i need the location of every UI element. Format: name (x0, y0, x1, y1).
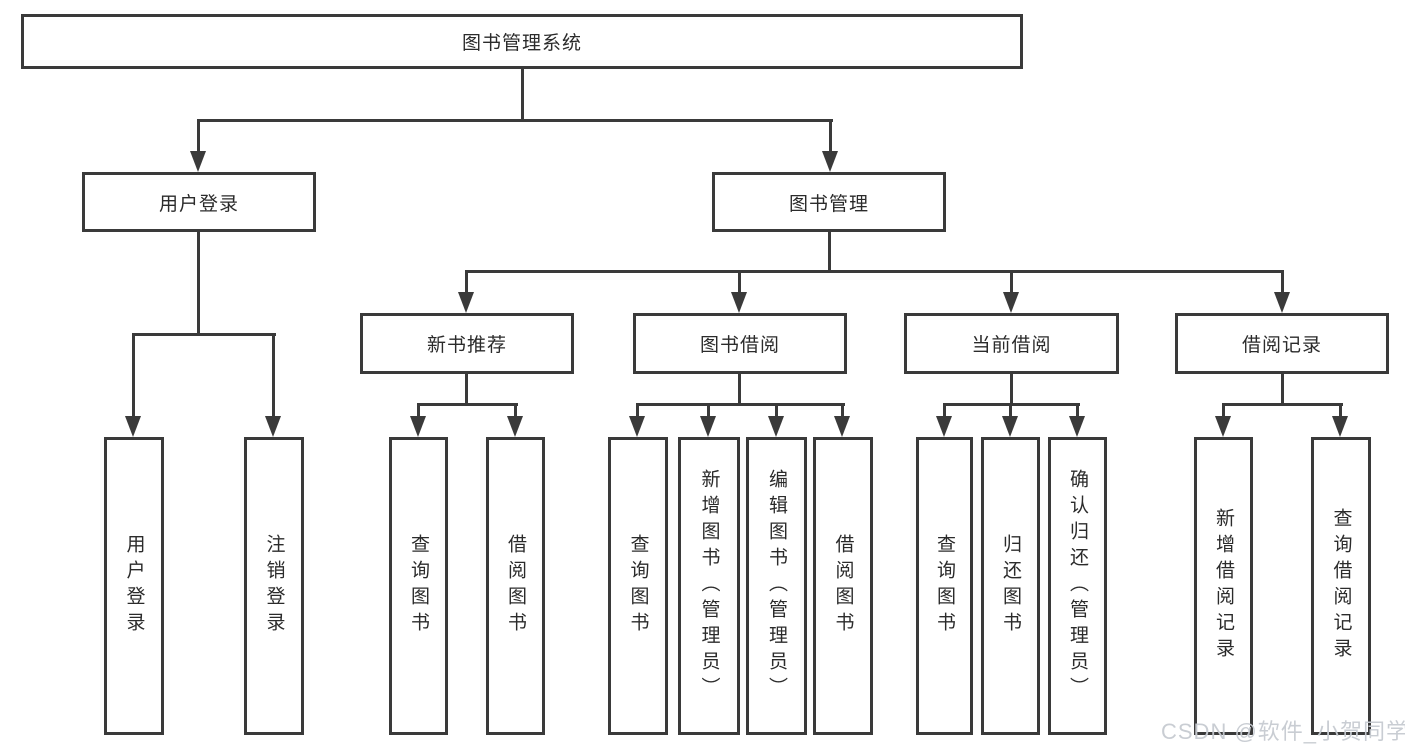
connector-line (1281, 270, 1284, 294)
arrow-down-icon (700, 416, 716, 437)
arrow-down-icon (834, 416, 850, 437)
arrow-down-icon (190, 151, 206, 172)
leaf-label: 查询图书 (934, 534, 955, 638)
arrow-down-icon (629, 416, 645, 437)
node-label: 新书推荐 (426, 335, 507, 356)
connector-line (943, 403, 946, 417)
node-label: 用户登录 (158, 193, 239, 215)
connector-line (417, 403, 518, 406)
connector-line (829, 119, 832, 152)
connector-line (1281, 373, 1284, 406)
connector-line (465, 270, 1284, 273)
arrow-down-icon (1003, 292, 1019, 313)
leaf-node-borrow-books-recommend: 借阅图书 (486, 437, 545, 735)
leaf-label: 注销登录 (263, 534, 285, 638)
node-book-management: 图书管理 (712, 172, 946, 232)
leaf-label: 确认归还（管理员） (1067, 469, 1088, 703)
connector-line (738, 270, 741, 294)
leaf-node-query-books-recommend: 查询图书 (389, 437, 448, 735)
connector-line (1222, 403, 1343, 406)
connector-line (465, 373, 468, 406)
connector-line (132, 333, 276, 336)
leaf-node-query-books-current: 查询图书 (916, 437, 973, 735)
connector-line (636, 403, 845, 406)
leaf-label: 编辑图书（管理员） (766, 469, 787, 703)
node-borrow-records: 借阅记录 (1175, 313, 1389, 374)
connector-line (775, 403, 778, 417)
leaf-label: 查询借阅记录 (1330, 508, 1352, 664)
connector-line (1010, 270, 1013, 294)
leaf-node-query-books-borrow: 查询图书 (608, 437, 668, 735)
node-new-book-recommend: 新书推荐 (360, 313, 574, 374)
connector-line (738, 373, 741, 406)
arrow-down-icon (936, 416, 952, 437)
node-current-borrow: 当前借阅 (904, 313, 1119, 374)
leaf-label: 用户登录 (123, 534, 145, 638)
arrow-down-icon (768, 416, 784, 437)
connector-line (197, 119, 833, 122)
leaf-label: 借阅图书 (505, 534, 526, 638)
connector-line (1339, 403, 1342, 417)
node-user-login: 用户登录 (82, 172, 316, 232)
arrow-down-icon (1069, 416, 1085, 437)
leaf-label: 新增借阅记录 (1213, 508, 1234, 664)
arrow-down-icon (410, 416, 426, 437)
connector-line (197, 119, 200, 152)
connector-line (272, 333, 275, 417)
connector-line (1222, 403, 1225, 417)
leaf-label: 查询图书 (408, 534, 429, 638)
leaf-node-edit-books-admin: 编辑图书（管理员） (746, 437, 807, 735)
arrow-down-icon (1002, 416, 1018, 437)
arrow-down-icon (731, 292, 747, 313)
leaf-node-add-books-admin: 新增图书（管理员） (678, 437, 740, 735)
node-label: 借阅记录 (1241, 335, 1322, 356)
arrow-down-icon (458, 292, 474, 313)
node-book-borrow: 图书借阅 (633, 313, 847, 374)
root-node-library-system: 图书管理系统 (21, 14, 1023, 69)
arrow-down-icon (265, 416, 281, 437)
connector-line (636, 403, 639, 417)
arrow-down-icon (1332, 416, 1348, 437)
node-label: 图书借阅 (699, 335, 780, 356)
arrow-down-icon (507, 416, 523, 437)
connector-line (514, 403, 517, 417)
connector-line (465, 270, 468, 294)
connector-line (841, 403, 844, 417)
leaf-node-confirm-return-admin: 确认归还（管理员） (1048, 437, 1107, 735)
node-label: 图书管理 (788, 193, 869, 215)
arrow-down-icon (1215, 416, 1231, 437)
connector-line (132, 333, 135, 417)
connector-line (1076, 403, 1079, 417)
connector-line (1010, 373, 1013, 406)
connector-line (828, 231, 831, 273)
connector-line (707, 403, 710, 417)
connector-line (197, 231, 200, 336)
leaf-node-user-login: 用户登录 (104, 437, 164, 735)
leaf-node-logout: 注销登录 (244, 437, 304, 735)
leaf-label: 新增图书（管理员） (698, 469, 720, 703)
arrow-down-icon (125, 416, 141, 437)
leaf-node-return-books: 归还图书 (981, 437, 1040, 735)
leaf-node-borrow-books: 借阅图书 (813, 437, 873, 735)
csdn-watermark: CSDN @软件_小贺同学 (1161, 719, 1405, 744)
leaf-label: 归还图书 (1000, 534, 1021, 638)
leaf-node-query-borrow-record: 查询借阅记录 (1311, 437, 1371, 735)
connector-line (521, 69, 524, 122)
leaf-label: 借阅图书 (832, 534, 854, 638)
leaf-label: 查询图书 (627, 534, 649, 638)
connector-line (1009, 403, 1012, 417)
connector-line (417, 403, 420, 417)
arrow-down-icon (822, 151, 838, 172)
arrow-down-icon (1274, 292, 1290, 313)
node-label: 当前借阅 (971, 335, 1052, 356)
leaf-node-add-borrow-record: 新增借阅记录 (1194, 437, 1253, 735)
root-node-label: 图书管理系统 (461, 33, 582, 54)
